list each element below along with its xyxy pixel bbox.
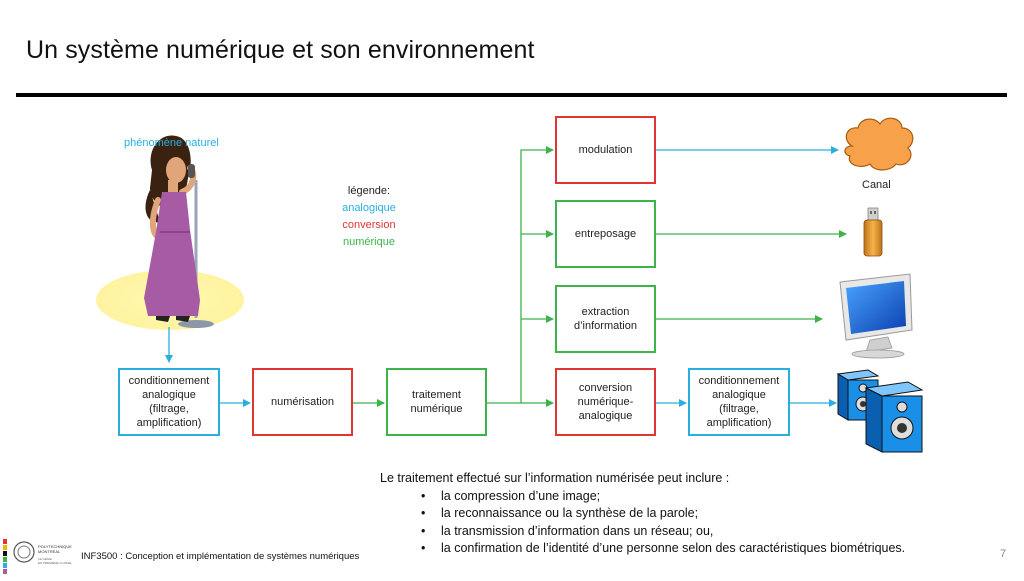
source-label: phénomène naturel: [124, 137, 219, 149]
storage-box: entreposage: [555, 200, 656, 268]
slide-title: Un système numérique et son environnemen…: [26, 36, 535, 64]
speakers-icon: [836, 369, 924, 453]
title-divider: [16, 93, 1007, 97]
modulation-box: modulation: [555, 116, 656, 184]
list-item: la compression d’une image;: [380, 488, 905, 506]
information-extraction-box: extraction d’information: [555, 285, 656, 353]
legend-conversion: conversion: [342, 219, 396, 231]
usb-key-icon: [863, 207, 883, 257]
page-number: 7: [1000, 548, 1007, 560]
channel-label: Canal: [862, 179, 891, 191]
polytechnique-logo: POLYTECHNIQUE MONTRÉAL LE GÉNIE EN PREMI…: [0, 536, 78, 576]
logo-text-3: LE GÉNIE: [38, 556, 52, 561]
analog-conditioning-input-box: conditionnement analogique (filtrage, am…: [118, 368, 220, 436]
logo-text-2: MONTRÉAL: [38, 549, 61, 554]
course-footer: INF3500 : Conception et implémentation d…: [81, 551, 360, 562]
digital-processing-box: traitement numérique: [386, 368, 487, 436]
monitor-icon: [839, 273, 913, 359]
processing-notes: Le traitement effectué sur l’information…: [380, 470, 905, 558]
list-item: la transmission d’information dans un ré…: [380, 523, 905, 541]
legend-title: légende:: [347, 185, 391, 197]
list-item: la reconnaissance ou la synthèse de la p…: [380, 505, 905, 523]
cloud-icon: [844, 117, 914, 171]
list-item: la confirmation de l’identité d’une pers…: [380, 540, 905, 558]
legend-digital: numérique: [343, 236, 395, 248]
digitization-box: numérisation: [252, 368, 353, 436]
analog-conditioning-output-box: conditionnement analogique (filtrage, am…: [688, 368, 790, 436]
legend-analog: analogique: [342, 202, 396, 214]
logo-text-4: EN PREMIÈRE CLASSE: [38, 560, 71, 565]
notes-list: la compression d’une image; la reconnais…: [380, 488, 905, 558]
logo-text-1: POLYTECHNIQUE: [38, 544, 72, 549]
singer-illustration: [96, 135, 244, 330]
digital-analog-conversion-box: conversion numérique- analogique: [555, 368, 656, 436]
notes-intro: Le traitement effectué sur l’information…: [380, 471, 730, 485]
